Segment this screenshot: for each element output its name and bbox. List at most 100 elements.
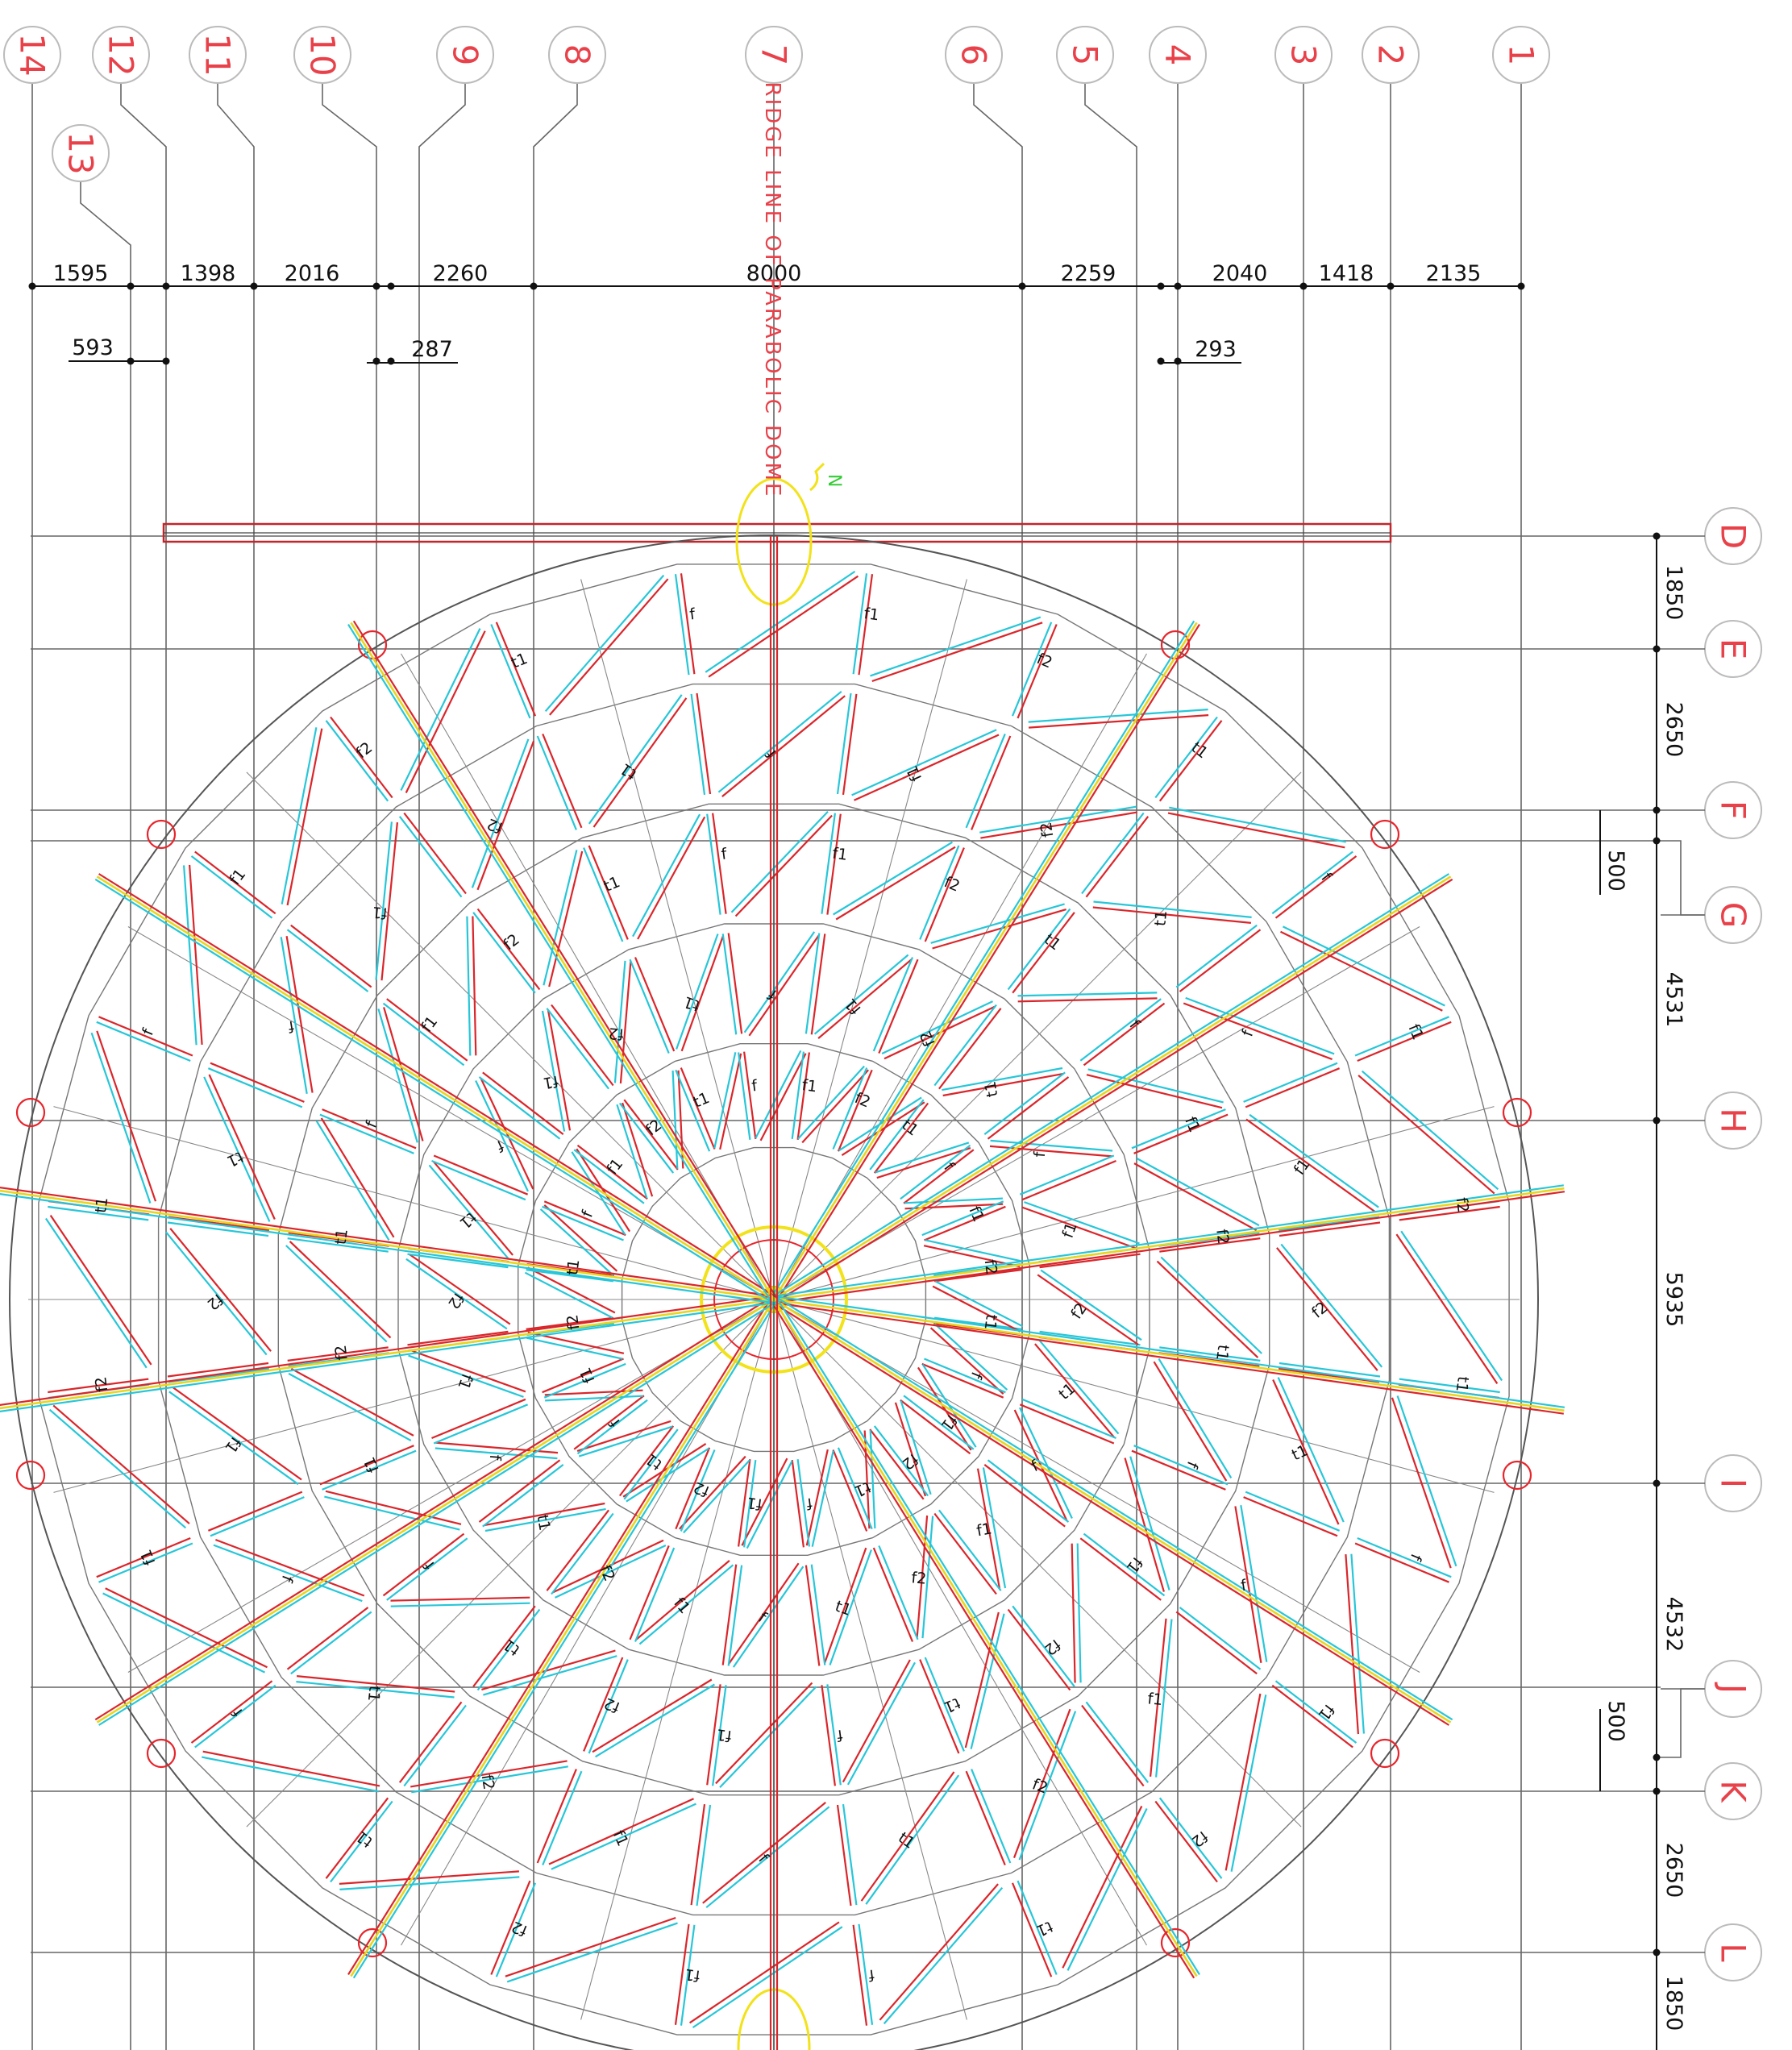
member-label: f2 bbox=[608, 1024, 625, 1042]
member-label: f2 bbox=[332, 1344, 351, 1361]
grid-column-label: 9 bbox=[446, 44, 485, 66]
grid-leader bbox=[1084, 82, 1137, 274]
member-red bbox=[286, 1607, 369, 1670]
member-cyan bbox=[1039, 1330, 1141, 1346]
grid-leader bbox=[418, 82, 466, 274]
grid-bubble-column bbox=[548, 26, 606, 84]
member-cyan bbox=[288, 1372, 412, 1441]
member-red bbox=[932, 1285, 1021, 1333]
member-red bbox=[287, 1346, 389, 1362]
member-cyan bbox=[811, 1450, 834, 1547]
grid-leader bbox=[533, 82, 578, 274]
member-label: f2 bbox=[1034, 650, 1055, 672]
member-red bbox=[476, 741, 535, 891]
member-red bbox=[836, 1804, 852, 1907]
member-label: f1 bbox=[831, 845, 848, 864]
member-red bbox=[823, 1547, 867, 1664]
member-cyan bbox=[924, 1358, 1006, 1394]
member-red bbox=[690, 1803, 706, 1906]
member-red bbox=[1079, 1537, 1162, 1601]
member-red bbox=[1092, 906, 1252, 924]
member-red bbox=[696, 692, 712, 795]
grid-bubble-column bbox=[1492, 26, 1550, 84]
member-red bbox=[873, 1102, 929, 1174]
dim-top: 2259 bbox=[1061, 261, 1116, 286]
member-red bbox=[1243, 1496, 1338, 1537]
member-cyan bbox=[924, 1657, 965, 1752]
member-red bbox=[105, 1587, 268, 1669]
member-cyan bbox=[979, 805, 1137, 834]
member-red bbox=[983, 1464, 1066, 1528]
member-red bbox=[852, 1924, 868, 2026]
dome-ring bbox=[277, 803, 1270, 1796]
member-red bbox=[635, 1560, 730, 1641]
member-red bbox=[551, 1004, 614, 1087]
top-dimensions: 1595 1398 2016 2260 8000 2259 2040 1418 … bbox=[53, 261, 1482, 362]
member-cyan bbox=[1400, 1230, 1503, 1382]
member-red bbox=[410, 1349, 526, 1393]
member-cyan bbox=[545, 1395, 643, 1402]
member-red bbox=[431, 1398, 526, 1440]
member-red bbox=[1234, 1506, 1262, 1663]
member-cyan bbox=[791, 1051, 805, 1140]
member-cyan bbox=[544, 574, 665, 713]
grid-column-label: 8 bbox=[558, 44, 597, 66]
member-red bbox=[675, 1447, 711, 1530]
member-cyan bbox=[629, 958, 670, 1054]
member-red bbox=[933, 1512, 997, 1595]
grid-column-label: 14 bbox=[13, 33, 52, 76]
member-red bbox=[748, 934, 820, 1037]
member-cyan bbox=[1024, 1201, 1140, 1245]
dome-spoke bbox=[246, 1299, 775, 1828]
member-red bbox=[805, 1565, 821, 1666]
dim-right: 2650 bbox=[1661, 702, 1686, 758]
member-red bbox=[547, 1009, 572, 1131]
member-red bbox=[526, 1316, 614, 1330]
member-cyan bbox=[680, 1924, 696, 2026]
grid-column-label: 13 bbox=[61, 131, 101, 174]
dim-right: 4531 bbox=[1661, 972, 1686, 1028]
member-cyan bbox=[1280, 1243, 1383, 1368]
grid-bubble-column bbox=[945, 26, 1003, 84]
member-red bbox=[964, 1611, 1000, 1749]
support-node bbox=[1370, 1738, 1400, 1769]
member-red bbox=[801, 1069, 870, 1144]
member-cyan bbox=[1012, 1605, 1075, 1687]
member-cyan bbox=[743, 931, 816, 1033]
member-label: f2 bbox=[1212, 1228, 1232, 1245]
dim-top: 2016 bbox=[285, 261, 340, 286]
member-cyan bbox=[543, 850, 578, 986]
member-red bbox=[942, 1072, 1064, 1097]
grid-row-label: I bbox=[1714, 1478, 1753, 1488]
member-red bbox=[826, 813, 842, 915]
rib-red bbox=[94, 1295, 773, 1721]
rib-red bbox=[347, 1297, 772, 1975]
member-red bbox=[325, 1797, 389, 1879]
member-red bbox=[989, 1145, 1112, 1158]
member-red bbox=[1034, 1343, 1116, 1438]
dome-geometry bbox=[9, 462, 1539, 2050]
member-cyan bbox=[852, 573, 868, 675]
member-red bbox=[817, 958, 913, 1039]
member-red bbox=[1156, 1260, 1259, 1358]
member-cyan bbox=[1271, 850, 1353, 915]
member-cyan bbox=[183, 865, 197, 1046]
member-red bbox=[52, 1404, 190, 1524]
rib-cyan bbox=[0, 1193, 774, 1304]
member-red bbox=[290, 1367, 414, 1437]
member-red bbox=[929, 1327, 1004, 1395]
dim-right: 500 bbox=[1603, 850, 1628, 892]
member-red bbox=[796, 1052, 810, 1140]
member-cyan bbox=[588, 694, 683, 825]
member-red bbox=[1017, 624, 1058, 719]
member-cyan bbox=[483, 1655, 617, 1696]
member-cyan bbox=[829, 1549, 872, 1665]
member-label: f bbox=[805, 1494, 813, 1512]
grid-row-label: G bbox=[1714, 902, 1753, 929]
dim-right: 1850 bbox=[1661, 1976, 1686, 2031]
member-label: f bbox=[1239, 1027, 1258, 1039]
member-red bbox=[386, 998, 468, 1062]
member-cyan bbox=[203, 1076, 271, 1222]
member-label: f bbox=[750, 1077, 759, 1096]
dome-ring bbox=[38, 563, 1510, 2035]
